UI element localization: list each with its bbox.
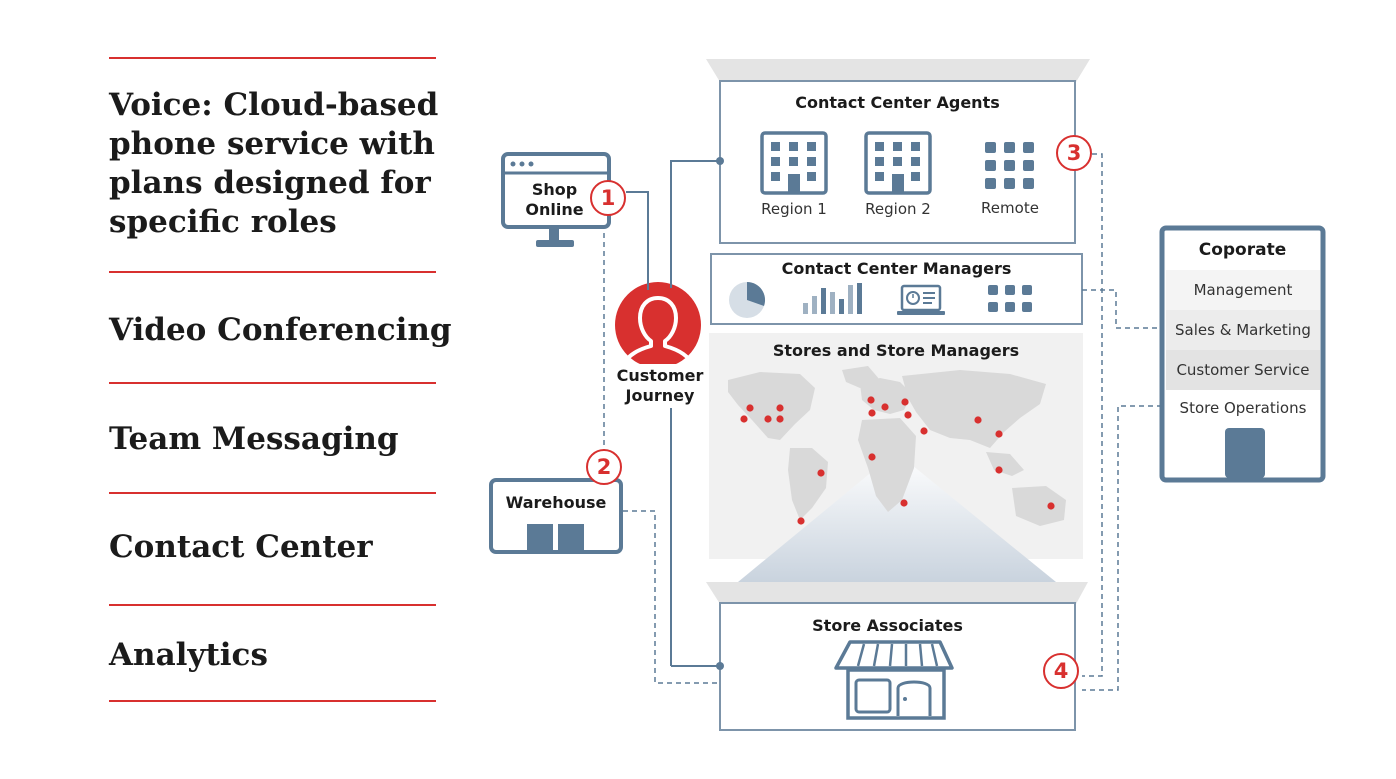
divider-line [109, 492, 436, 494]
region2-label: Region 2 [865, 200, 931, 218]
journey-lines [626, 160, 720, 667]
storefront-icon [834, 640, 954, 720]
divider-line [109, 57, 436, 59]
divider-line [109, 604, 436, 606]
customer-avatar-icon [615, 282, 701, 368]
divider-line [109, 382, 436, 384]
associates-title: Store Associates [812, 616, 963, 635]
managers-box [710, 253, 1083, 325]
step-badge-3: 3 [1056, 135, 1092, 171]
remote-grid-icon [985, 142, 1034, 189]
region1-label: Region 1 [761, 200, 827, 218]
menu-item-analytics[interactable]: Analytics [109, 637, 268, 673]
corporate-row-management: Management [1193, 281, 1293, 299]
menu-title-voice[interactable]: Voice: Cloud-based phone service with pl… [109, 87, 439, 240]
corporate-row-customer-service: Customer Service [1176, 361, 1310, 379]
world-map [728, 366, 1066, 526]
stores-title: Stores and Store Managers [772, 341, 1020, 360]
divider-line [109, 700, 436, 702]
agents-title: Contact Center Agents [795, 93, 1000, 112]
corporate-row-store-operations: Store Operations [1179, 399, 1307, 417]
connector-dot [716, 662, 724, 670]
agents-top-frame [706, 59, 1090, 82]
associates-top-frame [706, 582, 1088, 604]
building-icon-region1 [760, 131, 828, 195]
customer-journey-label: Customer Journey [616, 366, 704, 405]
remote-label: Remote [981, 199, 1039, 217]
pie-chart-icon [729, 281, 766, 318]
warehouse-label: Warehouse [505, 493, 607, 512]
warehouse-icon [489, 478, 623, 554]
store-location-dots [740, 396, 1055, 525]
map-beam [738, 452, 1056, 582]
menu-item-team-messaging[interactable]: Team Messaging [109, 421, 399, 457]
managers-grid-icon [988, 285, 1032, 312]
dashed-links [603, 153, 1162, 691]
step-badge-1: 1 [590, 180, 626, 216]
menu-item-video-conferencing[interactable]: Video Conferencing [109, 312, 452, 348]
shop-online-label: Shop Online [525, 180, 584, 219]
laptop-dashboard-icon [897, 284, 945, 315]
step-badge-2: 2 [586, 449, 622, 485]
managers-title: Contact Center Managers [781, 259, 1012, 278]
corporate-title: Coporate [1198, 240, 1287, 260]
corporate-building-icon [1159, 225, 1326, 483]
corporate-row-sales-marketing: Sales & Marketing [1175, 321, 1311, 339]
menu-item-contact-center[interactable]: Contact Center [109, 529, 373, 565]
connector-dot [716, 157, 724, 165]
divider-line [109, 271, 436, 273]
step-badge-4: 4 [1043, 653, 1079, 689]
building-icon-region2 [864, 131, 932, 195]
bar-chart-icon [803, 283, 862, 314]
